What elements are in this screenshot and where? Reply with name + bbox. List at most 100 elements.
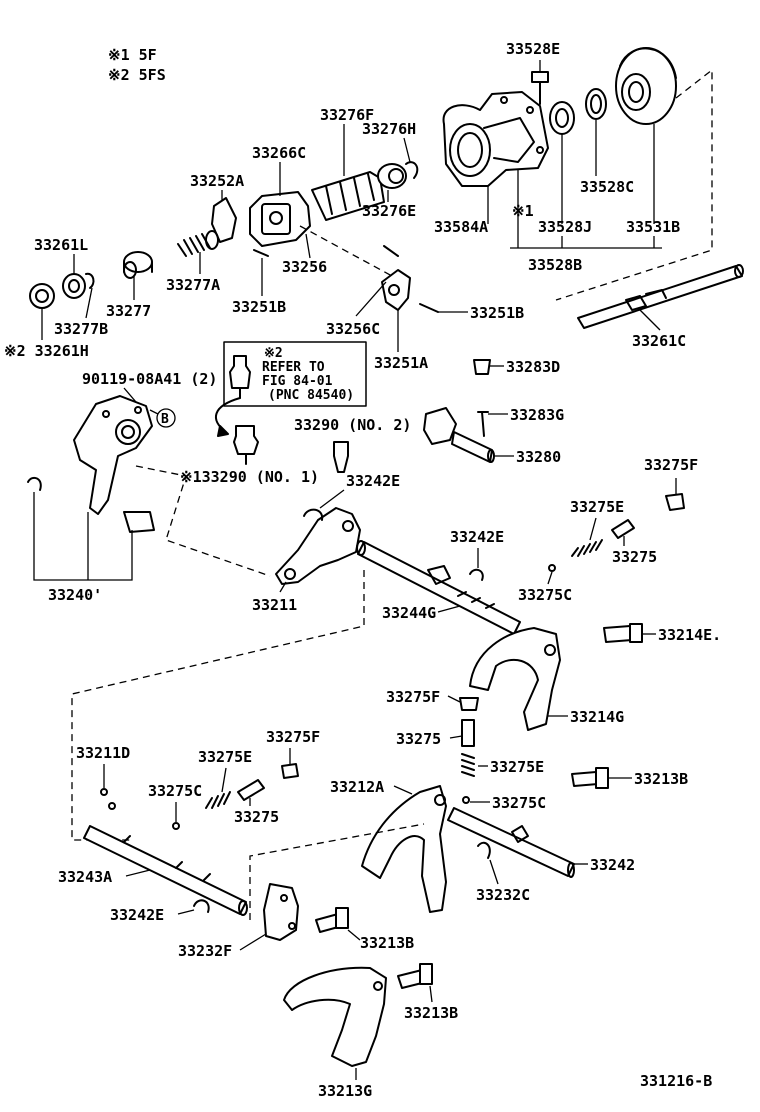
label-33277: 33277 (106, 302, 151, 320)
plug-33283D-part (473, 359, 491, 375)
spring-33277A-part (177, 230, 219, 257)
label-33528J: 33528J (538, 218, 592, 236)
shift-shaft-33242-part (447, 807, 575, 878)
label-33528E: 33528E (506, 40, 560, 58)
label-33277A: 33277A (166, 276, 220, 294)
bolt-33213B-bottom-part (397, 963, 433, 989)
bushing-33261L-part (62, 273, 86, 299)
clip-33277B-part (85, 272, 95, 289)
refer-box: ※2 REFER TO FIG 84-01 (PNC 84540) (223, 341, 367, 407)
label-33283G: 33283G (510, 406, 564, 424)
plunger-33275-center-part (461, 719, 475, 747)
spring-33275E-lower-part (205, 791, 231, 809)
label-33213G: 33213G (318, 1082, 372, 1100)
shift-fork-33212A-part (361, 785, 447, 913)
switch-33290-no1-part (233, 425, 259, 465)
clip-33242E-middle-part (469, 568, 484, 581)
label-33256C: 33256C (326, 320, 380, 338)
label-33256: 33256 (282, 258, 327, 276)
selector-33280-part (423, 407, 495, 463)
snap-ring-33528C-part (585, 88, 607, 120)
bracket-33252A-part (211, 197, 237, 243)
shift-lever-33240-part (73, 395, 153, 515)
bushing-33240-part (123, 511, 155, 533)
label-33277B: 33277B (54, 320, 108, 338)
refer-line-3: (PNC 84540) (268, 388, 354, 403)
label-33214E: 33214E. (658, 626, 721, 644)
label-33261H: ※2 33261H (4, 342, 89, 360)
note-1: ※1 5F (108, 46, 157, 64)
label-33276H: 33276H (362, 120, 416, 138)
collar-33277-part (123, 251, 153, 279)
spring-33275E-upper-part (571, 539, 603, 557)
plug-33275F-center-part (459, 697, 479, 711)
label-33242E-upper: 33242E (346, 472, 400, 490)
bearing-retainer-part (442, 91, 549, 187)
shift-shaft-33261C-part (577, 264, 744, 329)
label-33280: 33280 (516, 448, 561, 466)
figure-code: 331216-B (640, 1072, 712, 1090)
label-33275-lower: 33275 (234, 808, 279, 826)
label-33242E-lower: 33242E (110, 906, 164, 924)
label-33531B: 33531B (626, 218, 680, 236)
bolt-33528E-part (531, 71, 549, 105)
label-33528B: 33528B (528, 256, 582, 274)
label-33261L: 33261L (34, 236, 88, 254)
label-33243A: 33243A (58, 868, 112, 886)
label-33214G: 33214G (570, 708, 624, 726)
ball-33275C-lower-part (172, 822, 180, 830)
shift-head-33232F-part (263, 883, 299, 941)
note-2: ※2 5FS (108, 66, 166, 84)
spring-33275E-center-part (461, 753, 475, 777)
label-33290-no1: ※133290 (NO. 1) (180, 468, 319, 486)
circle-b-marker (156, 408, 176, 428)
label-33261C: 33261C (632, 332, 686, 350)
shift-fork-33213G-part (283, 966, 387, 1067)
pin-33251B-upper-part (253, 249, 269, 257)
ball-33275C-center-part (462, 796, 470, 804)
label-33251B-upper: 33251B (232, 298, 286, 316)
label-33251B-lower: 33251B (470, 304, 524, 322)
shift-head-33251A-part (381, 269, 411, 311)
label-33252A: 33252A (190, 172, 244, 190)
label-33275F-lower: 33275F (266, 728, 320, 746)
shift-fork-33211-part (275, 507, 361, 585)
label-33584A: 33584A (434, 218, 488, 236)
label-note1-marker: ※1 (512, 202, 534, 220)
boot-33276F-part (311, 171, 385, 221)
clip-33242E-lower-part (193, 899, 210, 913)
pin-33251B-lower-part (419, 303, 439, 313)
label-33275C-lower: 33275C (148, 782, 202, 800)
label-33211D: 33211D (76, 744, 130, 762)
label-33275C-upper: 33275C (518, 586, 572, 604)
pin-33283G-part (477, 411, 489, 437)
label-33528C: 33528C (580, 178, 634, 196)
label-33232F: 33232F (178, 942, 232, 960)
shift-fork-33214G-part (469, 627, 561, 731)
plug-33275F-lower-part (281, 763, 299, 779)
label-33251A: 33251A (374, 354, 428, 372)
label-33244G: 33244G (382, 604, 436, 622)
plug-33275F-upper-part (665, 493, 685, 511)
label-33232C: 33232C (476, 886, 530, 904)
lever-housing-33266C-part (249, 191, 311, 247)
label-33275C-center: 33275C (492, 794, 546, 812)
drum-33531B-part (615, 47, 677, 125)
plunger-33275-upper-part (611, 519, 635, 539)
refer-marker: ※2 (264, 346, 283, 361)
label-33275-upper: 33275 (612, 548, 657, 566)
plunger-33275-lower-part (237, 779, 265, 801)
label-33211: 33211 (252, 596, 297, 614)
label-33213B-right: 33213B (634, 770, 688, 788)
label-33275E-lower: 33275E (198, 748, 252, 766)
label-33275F-center: 33275F (386, 688, 440, 706)
circle-b-label: B (161, 412, 169, 427)
neutral-switch-part (229, 355, 251, 399)
label-33276E: 33276E (362, 202, 416, 220)
switch-33290-no2-part (333, 441, 349, 473)
clip-33232C-part (477, 841, 491, 859)
bolt-33213B-right-part (571, 767, 609, 789)
label-33242: 33242 (590, 856, 635, 874)
label-33290-no2: 33290 (NO. 2) (294, 416, 411, 434)
